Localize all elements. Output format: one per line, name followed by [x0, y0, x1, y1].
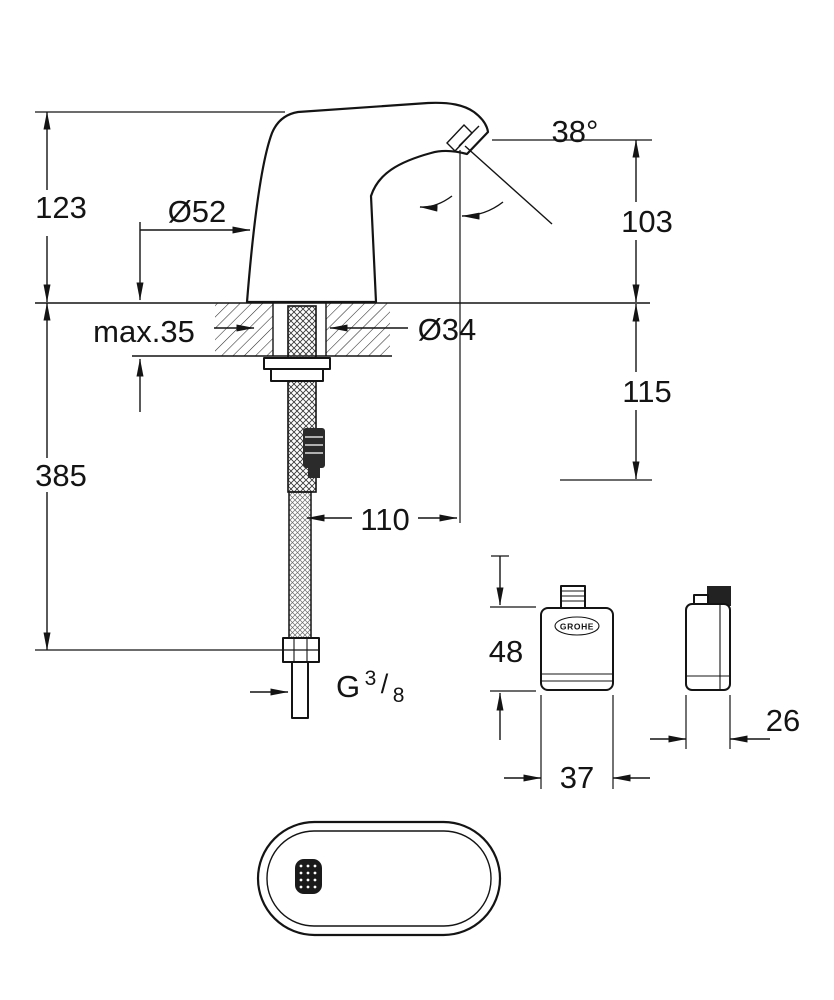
box-side-outline	[685, 603, 731, 691]
dim-box-height-label: 48	[489, 634, 523, 669]
brand-oval	[554, 616, 600, 636]
dim-height-above-deck-label: 123	[35, 190, 87, 225]
box-nipple	[560, 585, 586, 609]
mounting-nut	[270, 368, 324, 382]
shank-and-hose	[263, 305, 331, 719]
cover-plan-view	[256, 820, 502, 937]
braided-hose	[288, 491, 312, 639]
dimension-115: 115	[560, 303, 672, 481]
faucet-side-view	[245, 101, 490, 304]
cable-connector	[303, 428, 325, 468]
dim-box-width-label: 37	[560, 760, 594, 795]
angle-arc-arrow	[461, 201, 504, 220]
thread-callout: G 3 / 8	[250, 667, 404, 707]
sensor-grille-dots	[299, 864, 317, 889]
dim-spout-angle-label: 38°	[552, 114, 599, 149]
dim-base-diameter-label: Ø52	[168, 194, 227, 229]
cover-outer-outline	[256, 820, 502, 937]
brand-logo-text: GROHE	[560, 622, 594, 632]
dimension-hole-diameter: Ø34	[329, 312, 477, 347]
dimension-103: 103	[492, 139, 673, 303]
spout-angle-dimension: 38°	[461, 114, 599, 225]
aerator-outline	[446, 123, 473, 153]
faucet-outline	[245, 101, 490, 304]
dimension-110: 110	[306, 502, 458, 537]
connection-tube	[291, 661, 309, 719]
control-box-side-view	[685, 586, 731, 691]
dimension-385: 385	[35, 302, 318, 651]
dimension-26: 26	[650, 695, 800, 749]
connector-tail	[308, 468, 320, 478]
dimension-base-diameter: Ø52	[136, 194, 251, 301]
side-connector-block	[707, 586, 731, 606]
mounting-washer	[263, 357, 331, 370]
angle-reference-line	[464, 145, 553, 225]
deck-hatch-left	[215, 303, 273, 356]
dim-max-deck-thickness-label: max.35	[93, 314, 195, 349]
dimension-max35: max.35	[93, 314, 255, 412]
dim-spout-reach-label: 110	[360, 502, 409, 537]
dim-total-height-label: 385	[35, 458, 87, 493]
dim-below-deck-height-label: 115	[622, 374, 671, 409]
cover-inner-outline	[266, 830, 492, 927]
box-front-outline	[540, 607, 614, 691]
sensor-window	[295, 859, 322, 894]
sensor-arrow	[419, 195, 453, 212]
dimension-48: 48	[489, 555, 536, 740]
dim-hole-diameter-label: Ø34	[418, 312, 477, 347]
control-box-front-view: GROHE	[540, 585, 614, 691]
dim-spout-height-label: 103	[621, 204, 673, 239]
dimension-123: 123	[35, 111, 285, 303]
dimension-37: 37	[504, 695, 650, 795]
dim-box-depth-label: 26	[766, 703, 800, 738]
deck-hatch-right	[326, 303, 390, 356]
thread-size-label: G 3 / 8	[336, 667, 404, 707]
